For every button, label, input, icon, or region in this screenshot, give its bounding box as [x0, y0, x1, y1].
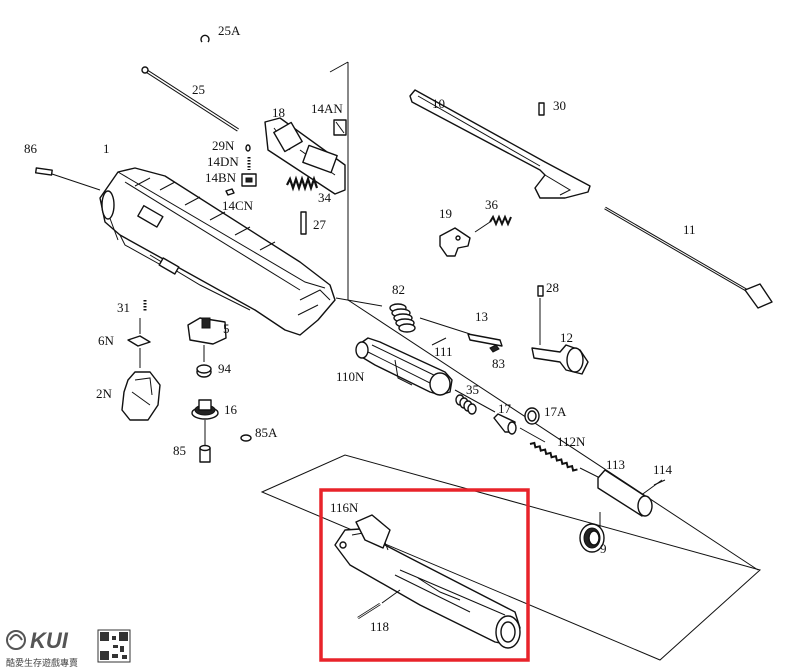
- part-1-upper-receiver: [99, 167, 336, 336]
- part-113-buffer: [597, 469, 653, 517]
- part-14AN: [333, 119, 347, 136]
- part-34-spring: [286, 175, 319, 192]
- label-31: 31: [117, 300, 130, 315]
- part-17A-oring: [524, 407, 540, 425]
- label-114: 114: [653, 462, 673, 477]
- part-112N-spring: [529, 441, 578, 472]
- label-5: 5: [223, 321, 230, 336]
- label-28: 28: [546, 280, 559, 295]
- part-85A-washer: [240, 434, 252, 442]
- label-30: 30: [553, 98, 566, 113]
- label-14AN: 14AN: [311, 101, 343, 116]
- part-116N-bolt-carrier: [334, 514, 521, 649]
- label-85: 85: [173, 443, 186, 458]
- part-labels: 25A 25 86 1 18 14AN 29N 14DN 14BN 14CN 3…: [24, 23, 696, 634]
- label-27: 27: [313, 217, 327, 232]
- label-11: 11: [683, 222, 696, 237]
- part-111-pin: [431, 337, 447, 346]
- label-29N: 29N: [212, 138, 235, 153]
- part-27-pin: [300, 211, 307, 235]
- label-85A: 85A: [255, 425, 278, 440]
- label-13: 13: [475, 309, 488, 324]
- part-19-latch: [439, 227, 471, 257]
- part-30-roll-pin: [538, 102, 545, 116]
- label-9: 9: [600, 541, 607, 556]
- label-86: 86: [24, 141, 38, 156]
- part-9-washer: [579, 523, 605, 553]
- highlight-box: [319, 488, 530, 662]
- label-12: 12: [560, 330, 573, 345]
- part-29N: [245, 144, 251, 152]
- part-28-pin: [537, 285, 544, 297]
- part-25A-clip: [200, 34, 210, 43]
- part-11-gas-tube: [604, 206, 773, 309]
- label-82: 82: [392, 282, 405, 297]
- part-35-spring: [455, 394, 477, 415]
- part-118-pin: [357, 589, 401, 620]
- part-83-detent: [489, 344, 500, 353]
- part-114-pin: [653, 479, 666, 486]
- label-83: 83: [492, 356, 505, 371]
- part-110N-bolt: [355, 337, 453, 396]
- part-14CN: [225, 188, 235, 196]
- watermark-caption: 酷愛生存遊戲專賣: [6, 657, 78, 668]
- label-17: 17: [498, 401, 512, 416]
- part-94-washer: [196, 364, 212, 378]
- watermark-logo: KUI 酷愛生存遊戲專賣: [6, 628, 78, 668]
- label-18: 18: [272, 105, 285, 120]
- part-82-spring: [389, 303, 416, 333]
- label-14DN: 14DN: [207, 154, 239, 169]
- label-2N: 2N: [96, 386, 113, 401]
- part-36-spring: [474, 214, 512, 233]
- part-86-pin: [34, 167, 101, 191]
- part-12-ejection-plunger: [531, 344, 589, 375]
- part-10-charging-handle: [409, 89, 591, 199]
- label-94: 94: [218, 361, 232, 376]
- label-19: 19: [439, 206, 452, 221]
- label-17A: 17A: [544, 404, 567, 419]
- qr-code-icon: [97, 629, 131, 663]
- assembly-guide-lines: [139, 297, 663, 528]
- part-13-pin: [467, 333, 503, 347]
- label-35: 35: [466, 382, 479, 397]
- part-18-dust-cover: [264, 117, 346, 195]
- label-14CN: 14CN: [222, 198, 254, 213]
- label-10: 10: [432, 96, 445, 111]
- part-25-rod: [141, 66, 239, 132]
- label-118: 118: [370, 619, 389, 634]
- label-25A: 25A: [218, 23, 241, 38]
- part-2N-forward-assist: [121, 371, 161, 421]
- part-5-block: [187, 317, 227, 345]
- label-110N: 110N: [336, 369, 365, 384]
- part-17-nozzle: [493, 413, 517, 435]
- label-113: 113: [606, 457, 625, 472]
- label-112N: 112N: [557, 434, 586, 449]
- label-14BN: 14BN: [205, 170, 237, 185]
- label-34: 34: [318, 190, 332, 205]
- label-36: 36: [485, 197, 499, 212]
- part-14BN: [241, 173, 257, 187]
- label-116N: 116N: [330, 500, 359, 515]
- part-16-gear: [191, 399, 219, 420]
- part-85-screw: [199, 444, 211, 463]
- label-25: 25: [192, 82, 205, 97]
- watermark-brand: KUI: [30, 628, 69, 653]
- label-6N: 6N: [98, 333, 115, 348]
- label-16: 16: [224, 402, 238, 417]
- label-111: 111: [434, 344, 453, 359]
- part-6N-pawl: [127, 335, 151, 347]
- label-1: 1: [103, 141, 110, 156]
